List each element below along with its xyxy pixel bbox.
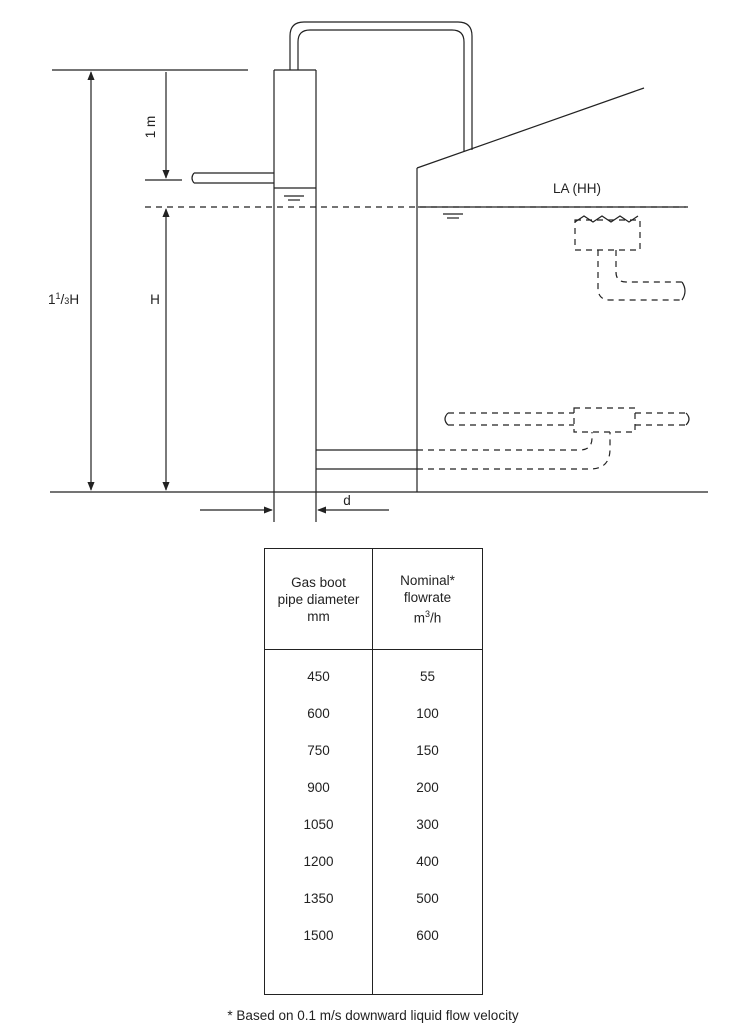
dimension-total-height: 11/3H [48,71,95,491]
flowrate-cell: 300 [372,806,483,843]
flowrate-cell: 100 [372,695,483,732]
internal-distributor-pipe [417,407,690,470]
dimension-H: H [150,208,170,491]
table-spacer-row [264,954,483,995]
flowrate-cell: 600 [372,917,483,954]
dimension-H-label: H [150,292,160,307]
diameter-cell: 900 [264,769,373,806]
tank-liquid-level-symbol [443,213,463,219]
flowrate-cell: 400 [372,843,483,880]
flowrate-cell: 500 [372,880,483,917]
dimension-d-label: d [343,493,351,508]
dimension-d: d [200,492,389,522]
boot-liquid-level-symbol [284,195,304,201]
dimension-total-label: 11/3H [48,291,79,307]
diameter-cell: 450 [264,649,373,695]
diameter-cell: 600 [264,695,373,732]
header-flowrate: Nominal* flowrate m3/h [372,548,483,650]
dimension-1m-label: 1 m [143,116,158,139]
dimension-1m: 1 m [143,72,170,179]
flowrate-cell: 150 [372,732,483,769]
tank-outline [416,87,645,492]
gas-boot-pipe [273,69,317,492]
diameter-cell: 1350 [264,880,373,917]
gas-vent-pipe [289,21,473,152]
flowrate-cell: 200 [372,769,483,806]
table-header-row: Gas boot pipe diameter mm Nominal* flowr… [264,548,483,650]
flowrate-table: Gas boot pipe diameter mm Nominal* flowr… [264,548,483,995]
footnote: * Based on 0.1 m/s downward liquid flow … [227,1008,519,1023]
diameter-cell: 1200 [264,843,373,880]
level-label: LA (HH) [553,181,601,196]
flowrate-cell: 55 [372,649,483,695]
diameter-cell: 1500 [264,917,373,954]
diameter-cell: 750 [264,732,373,769]
outlet-pipe [191,172,274,184]
header-pipe-diameter: Gas boot pipe diameter mm [264,548,373,650]
gas-boot-diagram: 1 m H 11/3H d LA (HH) [48,21,708,522]
inlet-pipe [316,449,417,470]
diameter-cell: 1050 [264,806,373,843]
oil-skimmer [574,215,686,301]
